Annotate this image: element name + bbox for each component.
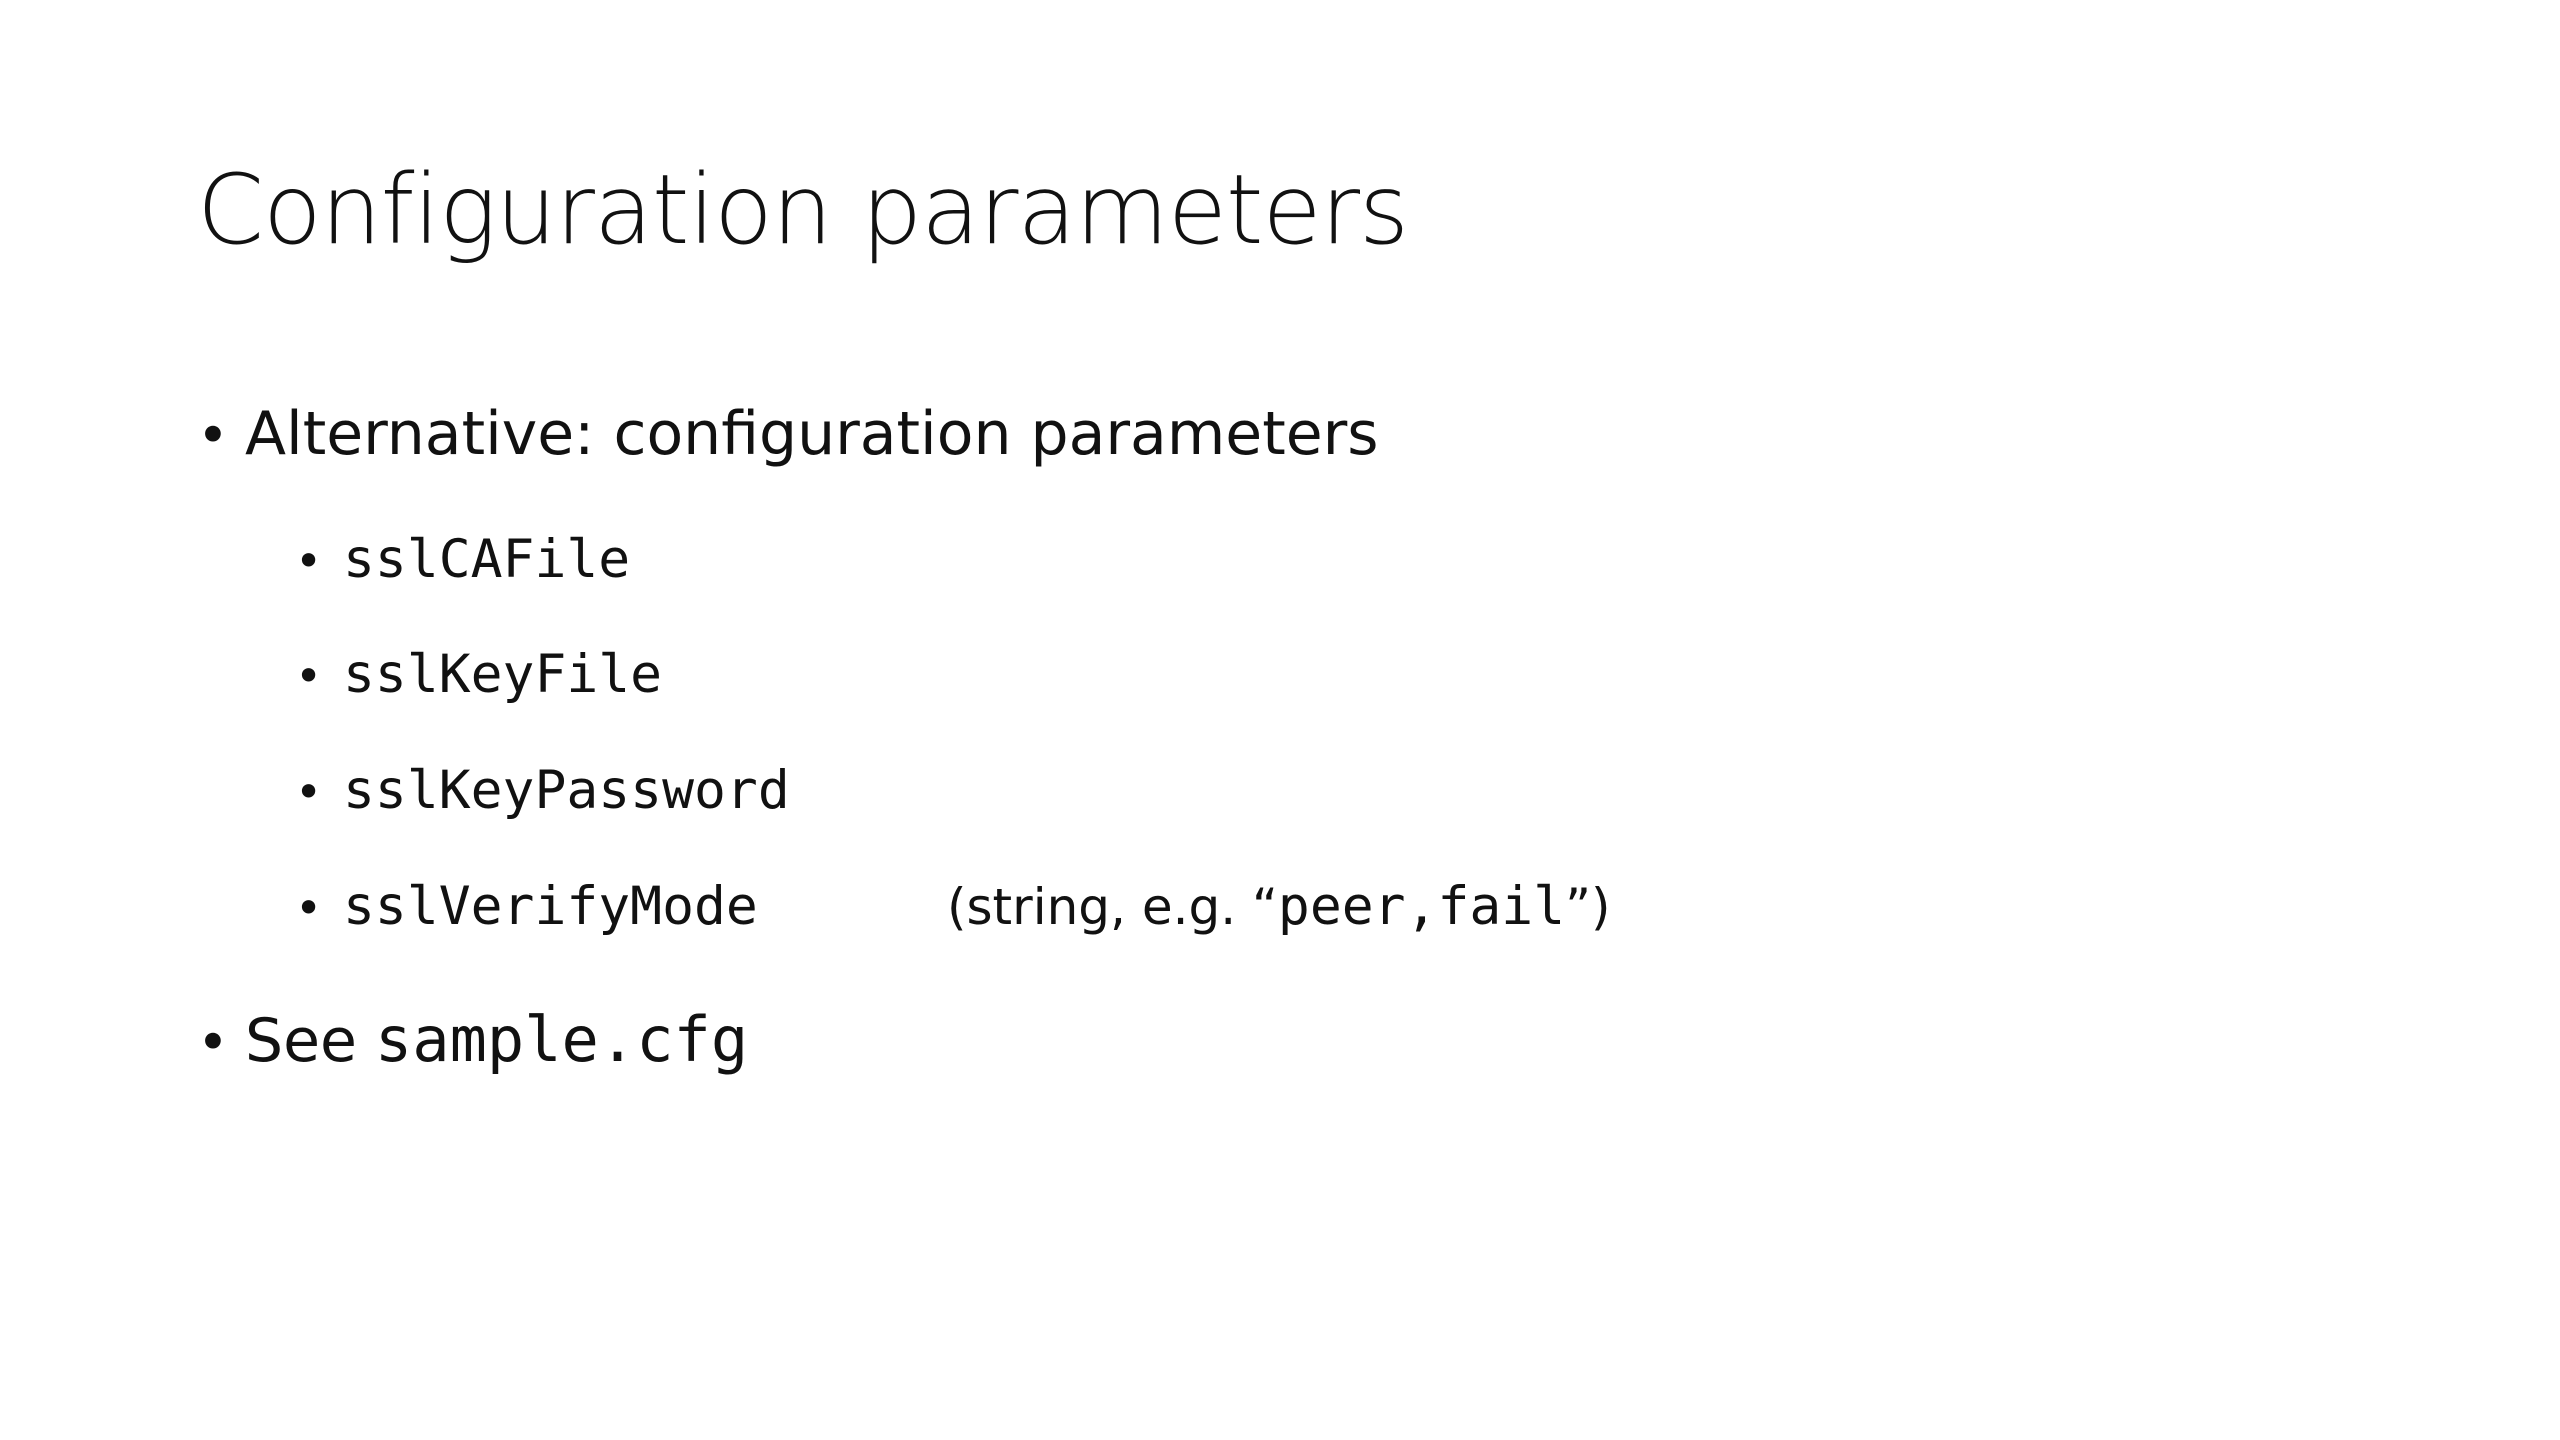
subitem-sslverifymode: • sslVerifyMode [295,872,758,943]
code-sample-cfg: sample.cfg [374,1003,749,1076]
bullet-dot: • [295,649,323,703]
note-suffix: ”) [1565,878,1611,936]
subitem-sslcafile: • sslCAFile [295,525,630,596]
code-sslkeypassword: sslKeyPassword [343,760,790,821]
subitem-sslkeypassword: • sslKeyPassword [295,756,790,827]
slide-title: Configuration parameters [197,154,1409,266]
sslverifymode-note: (string, e.g. “ peer,fail ”) [947,872,1611,942]
bullet-dot: • [197,404,229,467]
see-text: See [245,1006,357,1076]
bullet-see-sample: • See sample.cfg [197,1000,748,1083]
note-prefix: (string, e.g. “ [947,878,1278,936]
bullet-dot: • [197,1011,229,1074]
code-sslcafile: sslCAFile [343,529,631,590]
code-sslverifymode: sslVerifyMode [343,876,758,937]
code-sslkeyfile: sslKeyFile [343,644,663,705]
bullet-alternative: • Alternative: configuration parameters [197,394,1379,476]
subitem-sslkeyfile: • sslKeyFile [295,640,662,711]
note-code: peer,fail [1277,876,1566,937]
bullet-dot: • [295,765,323,819]
bullet-text: Alternative: configuration parameters [245,399,1379,469]
bullet-dot: • [295,534,323,588]
bullet-dot: • [295,881,323,935]
